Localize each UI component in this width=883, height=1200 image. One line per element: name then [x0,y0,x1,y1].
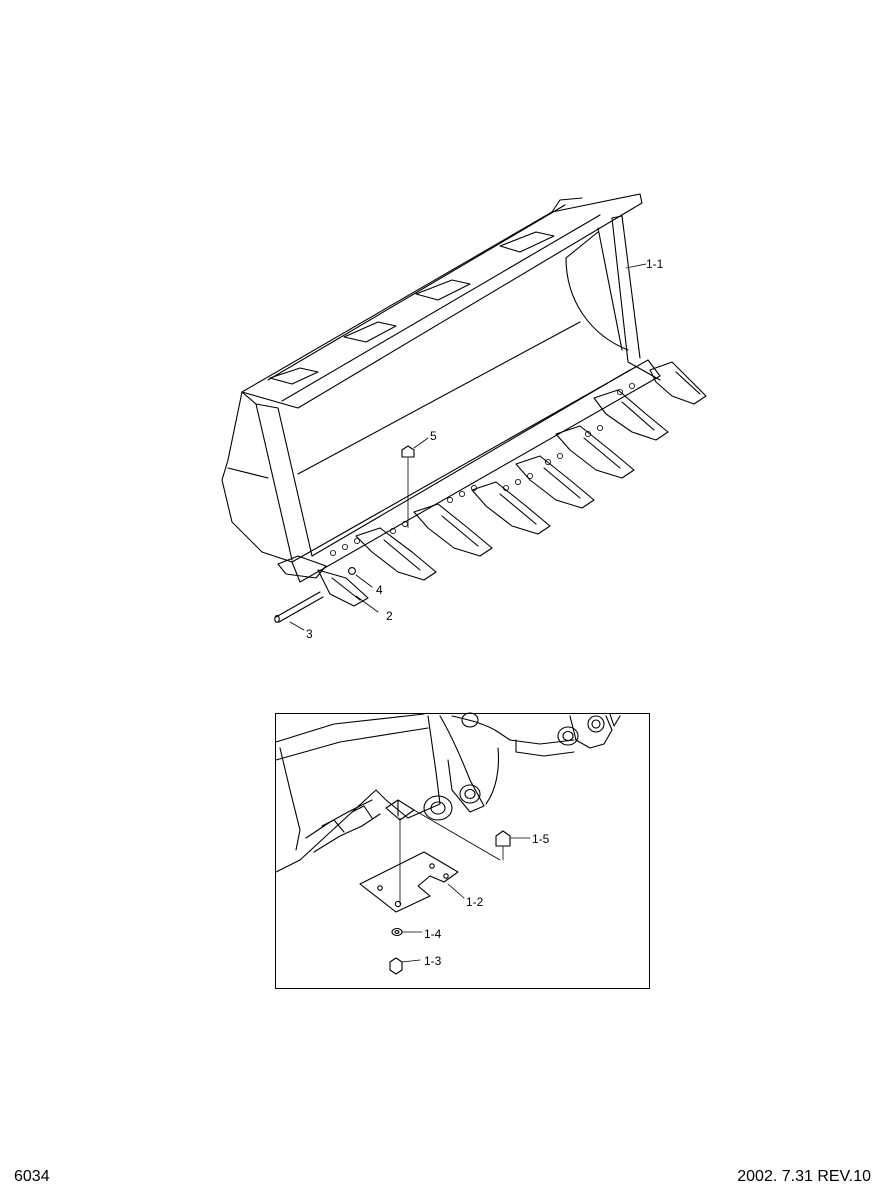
detail-washer [391,927,403,937]
detail-frame [275,713,650,989]
tooth-pin [274,591,324,623]
detail-bolt [495,830,511,861]
leader-3 [289,621,305,631]
leader-5 [413,437,429,449]
page-number: 6034 [14,1168,50,1185]
leader-1-1 [625,263,647,269]
bucket-teeth [277,361,707,607]
leader-4 [355,574,373,588]
callout-bolt: 5 [430,429,437,443]
detail-view [275,712,650,989]
tooth-lock [348,567,356,575]
callout-bucket: 1-1 [646,257,664,271]
revision-date: 2002. 7.31 REV.10 [737,1168,871,1185]
callout-tooth: 2 [386,609,393,623]
callout-detail-nut: 1-3 [424,954,442,968]
leader-2 [355,595,379,613]
callout-detail-plate: 1-2 [466,895,484,909]
callout-detail-bolt: 1-5 [532,832,550,846]
callout-lock: 4 [376,583,383,597]
callout-detail-washer: 1-4 [424,927,442,941]
bucket-assembly [221,193,707,631]
edge-bolt-holes [329,382,636,557]
callout-pin: 3 [306,627,313,641]
detail-nut [389,957,403,975]
detail-plate [359,851,459,913]
edge-bolt [401,445,415,529]
